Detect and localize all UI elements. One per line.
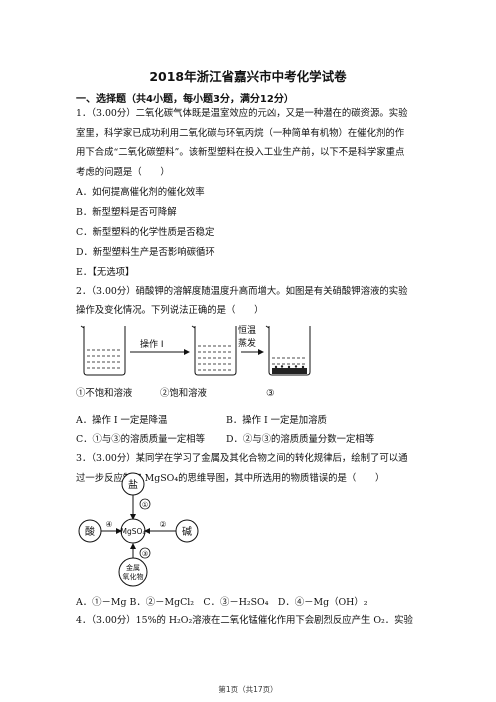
q3-line-2: 过一步反应制取 MgSO₄的思维导图，其中所选用的物质错误的是（ ） [76, 473, 385, 484]
q1-option-d: D．新型塑料生产是否影响碳循环 [76, 247, 215, 258]
node-metal-oxide-line-1: 金属 [126, 563, 140, 572]
q2-option-c: C．①与③的溶质质量一定相等 [76, 434, 206, 445]
q2-option-a: A．操作 I 一定是降温 [76, 415, 168, 426]
q1-line-3: 用下合成“二氧化碳塑料”。该新型塑料在投入工业生产前，以下不是科学家重点 [76, 147, 405, 158]
operation-2-label-top: 恒温 [238, 324, 256, 336]
arrow-number-1: ① [142, 501, 148, 509]
arrow-number-2: ② [159, 520, 166, 529]
q2-line-2: 操作及变化情况。下列说法正确的是（ ） [76, 305, 264, 316]
operation-1-label: 操作 I [140, 338, 164, 350]
q4-line-1: 4．（3.00分）15%的 H₂O₂溶液在二氧化锰催化作用下会剧烈反应产生 O₂… [76, 615, 413, 626]
q2-line-1: 2．（3.00分）硝酸钾的溶解度随温度升高而增大。如图是有关硝酸钾溶液的实验 [76, 286, 408, 297]
beaker-2-caption: ②饱和溶液 [160, 388, 207, 399]
q1-option-b: B．新型塑料是否可降解 [76, 207, 177, 218]
node-base: 碱 [182, 526, 192, 538]
node-metal-oxide-line-2: 氧化物 [123, 572, 144, 581]
mind-map-diagram: 盐 ① MgSO₄ 酸 ④ 碱 ② 金属 氧化物 ③ [78, 472, 199, 587]
q1-option-c: C．新型塑料的化学性质是否稳定 [76, 227, 215, 238]
arrow-number-4: ④ [105, 520, 112, 529]
node-salt: 盐 [128, 478, 138, 491]
q3-options: A．①－Mg B．②－MgCl₂ C．③－H₂SO₄ D．④－Mg（OH）₂ [76, 597, 368, 608]
operation-2-label-bottom: 蒸发 [238, 337, 256, 349]
operation-1-arrow: 操作 I [130, 338, 190, 355]
operation-2-arrow: 恒温 蒸发 [238, 324, 264, 355]
beaker-3 [265, 325, 311, 376]
beaker-2 [191, 325, 237, 376]
beaker-1 [80, 325, 126, 376]
q1-line-1: 1．（3.00分）二氧化碳气体既是温室效应的元凶，又是一种潜在的碳资源。实验 [76, 108, 408, 119]
q3-line-1: 3．（3.00分）某同学在学习了金属及其化合物之间的转化规律后，绘制了可以通 [76, 453, 408, 464]
beaker-diagram: 操作 I 恒温 蒸发 [80, 324, 311, 376]
q2-option-d: D．②与③的溶质质量分数一定相等 [226, 434, 375, 445]
beaker-3-caption: ③ [266, 388, 275, 399]
q1-option-a: A．如何提高催化剂的催化效率 [76, 187, 205, 198]
arrow-number-3: ③ [142, 550, 148, 558]
beaker-1-caption: ①不饱和溶液 [76, 388, 133, 399]
q1-line-2: 室里，科学家已成功利用二氧化碳与环氧丙烷（一种简单有机物）在催化剂的作 [76, 128, 405, 139]
page-title: 2018年浙江省嘉兴市中考化学试卷 [149, 69, 347, 84]
node-mgso4: MgSO₄ [121, 527, 146, 536]
section-heading: 一、选择题（共4小题，每小题3分，满分12分） [76, 94, 294, 105]
q1-option-e: E．【无选项】 [76, 267, 135, 278]
page-footer: 第1页（共17页） [218, 685, 278, 694]
node-acid: 酸 [85, 525, 95, 538]
q1-line-4: 考虑的问题是（ ） [76, 167, 170, 178]
q2-option-b: B．操作 I 一定是加溶质 [226, 415, 327, 426]
